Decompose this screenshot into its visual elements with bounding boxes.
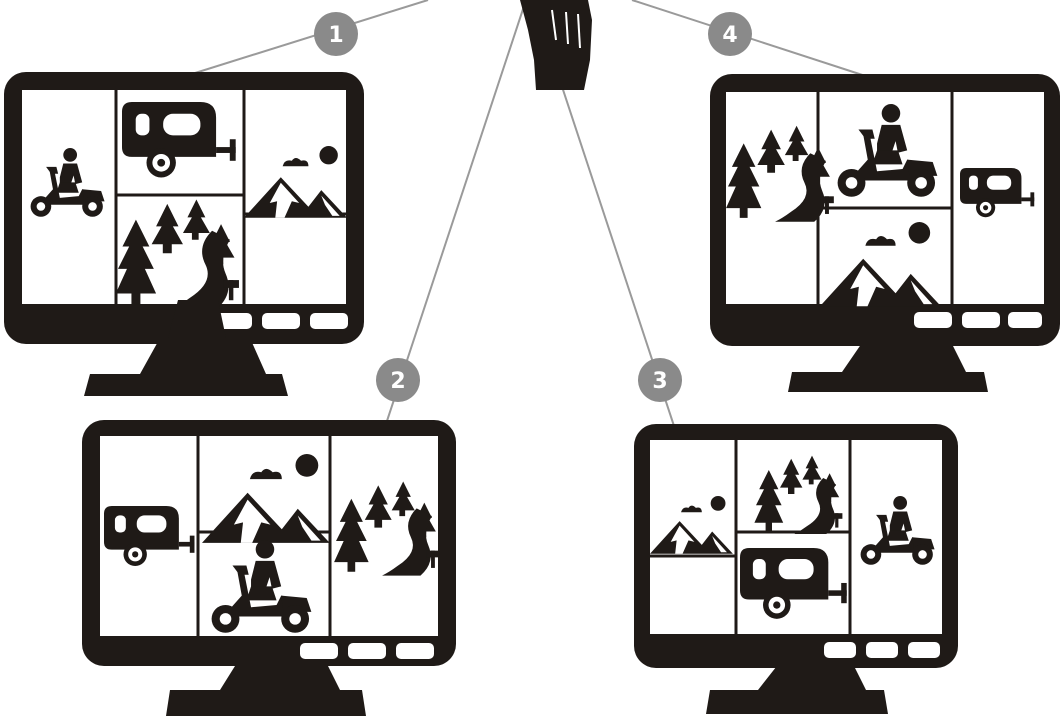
monitor-3 bbox=[634, 424, 958, 714]
monitor-4 bbox=[710, 74, 1060, 392]
badge-3-label: 3 bbox=[652, 369, 667, 394]
badge-4-label: 4 bbox=[722, 23, 737, 48]
monitor-1 bbox=[4, 72, 364, 396]
badge-4: 4 bbox=[708, 12, 752, 56]
monitor-4-button-1[interactable] bbox=[914, 312, 952, 328]
monitor-1-stand bbox=[84, 338, 288, 396]
monitor-2-buttons bbox=[300, 643, 434, 659]
monitor-1-buttons bbox=[214, 313, 348, 329]
monitor-3-button-3[interactable] bbox=[908, 642, 940, 658]
badge-1: 1 bbox=[314, 12, 358, 56]
monitor-4-buttons bbox=[914, 312, 1042, 328]
badge-3: 3 bbox=[638, 358, 682, 402]
monitor-3-button-1[interactable] bbox=[824, 642, 856, 658]
monitor-1-button-3[interactable] bbox=[310, 313, 348, 329]
pointing-hand-icon bbox=[520, 0, 592, 90]
monitor-3-buttons bbox=[824, 642, 940, 658]
monitor-3-stand bbox=[706, 662, 888, 714]
monitor-1-button-2[interactable] bbox=[262, 313, 300, 329]
connector-line-1 bbox=[160, 0, 428, 84]
monitor-2-stand bbox=[166, 658, 366, 716]
monitor-2-button-2[interactable] bbox=[348, 643, 386, 659]
badge-1-label: 1 bbox=[328, 23, 343, 48]
monitor-1-river-overflow bbox=[168, 300, 226, 338]
monitor-4-button-2[interactable] bbox=[962, 312, 1000, 328]
connector-line-4 bbox=[632, 0, 884, 82]
monitor-2-button-3[interactable] bbox=[396, 643, 434, 659]
badge-2-label: 2 bbox=[390, 369, 405, 394]
monitor-2 bbox=[82, 420, 456, 716]
badge-2: 2 bbox=[376, 358, 420, 402]
monitor-4-button-3[interactable] bbox=[1008, 312, 1042, 328]
monitor-4-stand bbox=[788, 340, 988, 392]
monitor-2-button-1[interactable] bbox=[300, 643, 338, 659]
monitor-3-button-2[interactable] bbox=[866, 642, 898, 658]
